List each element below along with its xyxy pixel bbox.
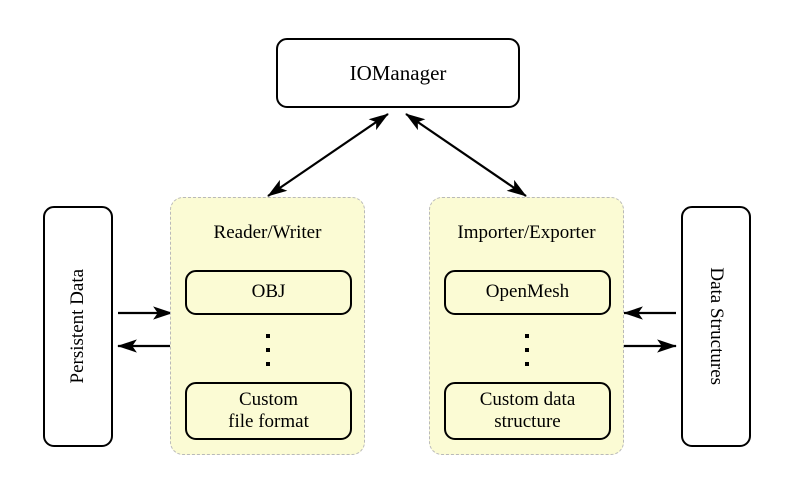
- persistent-data-label: Persistent Data: [66, 269, 88, 384]
- item-custom-data-structure-label-line2: structure: [494, 411, 561, 432]
- item-custom-file-format-label-line1: Custom: [238, 388, 299, 410]
- group-importer-exporter[interactable]: Importer/Exporter OpenMesh Custom data s…: [429, 197, 624, 455]
- item-custom-data-structure[interactable]: Custom data structure: [444, 382, 611, 440]
- iomanager-node[interactable]: IOManager: [276, 38, 520, 108]
- item-custom-file-format[interactable]: Custom file format: [185, 382, 352, 440]
- persistent-data-node[interactable]: Persistent Data: [43, 206, 113, 447]
- item-custom-data-structure-label-line1: Custom data: [479, 388, 576, 410]
- item-obj-label: OBJ: [251, 281, 286, 303]
- arrow-manager-reader-writer: [267, 113, 389, 197]
- item-custom-file-format-label-line2: file format: [228, 411, 309, 432]
- importer-exporter-ellipsis-icon: [524, 334, 530, 366]
- item-openmesh[interactable]: OpenMesh: [444, 270, 611, 315]
- group-importer-exporter-title: Importer/Exporter: [457, 222, 596, 243]
- arrow-manager-importer-exporter: [405, 113, 527, 197]
- reader-writer-ellipsis-icon: [265, 334, 271, 366]
- data-structures-label: Data Structures: [706, 267, 728, 386]
- item-openmesh-label: OpenMesh: [485, 281, 570, 303]
- item-obj[interactable]: OBJ: [185, 270, 352, 315]
- iomanager-label: IOManager: [349, 60, 447, 85]
- group-reader-writer[interactable]: Reader/Writer OBJ Custom file format: [170, 197, 365, 455]
- data-structures-node[interactable]: Data Structures: [681, 206, 751, 447]
- group-reader-writer-title: Reader/Writer: [213, 222, 322, 243]
